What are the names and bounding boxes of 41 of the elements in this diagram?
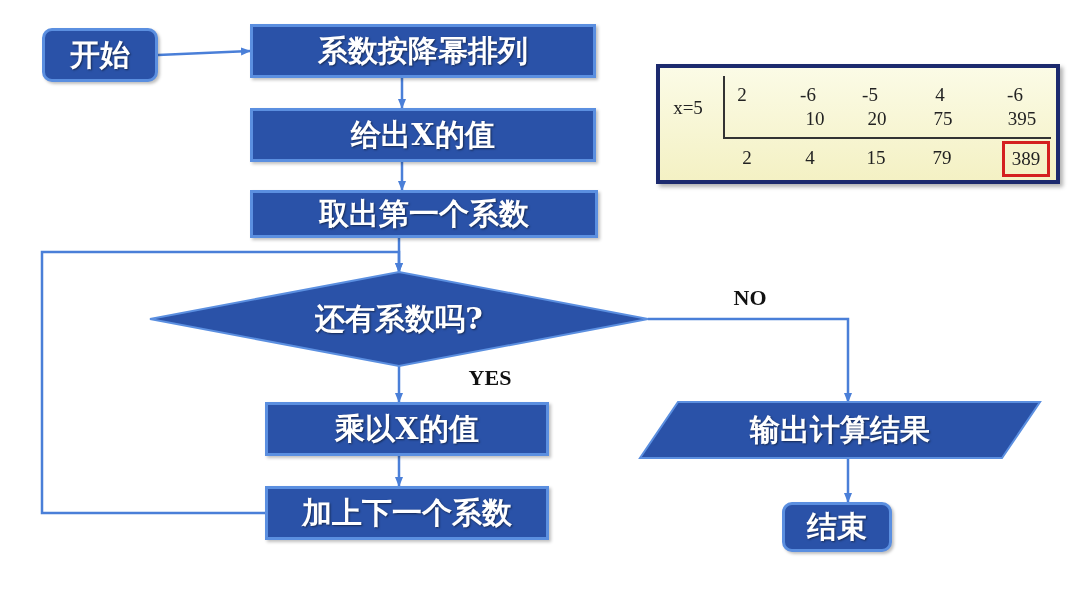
node-text: 系数按降幂排列: [318, 31, 528, 70]
terminal-box: [782, 502, 892, 552]
process-box: [250, 24, 596, 78]
table-cell: 75: [933, 108, 953, 130]
arrow: [398, 162, 406, 191]
arrow: [398, 78, 406, 109]
arrow: [648, 317, 852, 403]
table-cell: 10: [805, 108, 825, 130]
output-parallelogram: [640, 402, 1040, 458]
node-text: 乘以X的值: [335, 409, 479, 448]
process-box: [250, 190, 598, 238]
table-cell: 2: [737, 84, 747, 106]
arrow: [844, 458, 852, 503]
decision-diamond: [150, 272, 648, 366]
process-box: [265, 486, 549, 540]
process-box: [265, 402, 549, 456]
table-cell: 395: [1007, 108, 1037, 130]
terminal-box: [42, 28, 158, 82]
node-text: 加上下一个系数: [302, 493, 512, 532]
table-cell: 15: [866, 147, 886, 169]
table-cell: 389: [1011, 148, 1041, 170]
node-text: 给出X的值: [351, 115, 495, 154]
process-box: [250, 108, 596, 162]
node-text: 输出计算结果: [750, 410, 930, 449]
node-text: 开始: [70, 35, 130, 74]
table-cell: 4: [935, 84, 945, 106]
arrow: [395, 366, 403, 403]
table-cell: -6: [1007, 84, 1023, 106]
arrow: [157, 47, 251, 57]
arrow: [40, 250, 403, 515]
table-cell: -5: [862, 84, 878, 106]
node-text: 取出第一个系数: [319, 194, 529, 233]
node-text: 结束: [807, 507, 867, 546]
arrow: [395, 456, 403, 487]
table-cell: 2: [742, 147, 752, 169]
table-cell: 4: [805, 147, 815, 169]
table-cell: -6: [800, 84, 816, 106]
table-cell: 20: [867, 108, 887, 130]
node-text: 还有系数吗?: [315, 299, 483, 338]
table-cell: 79: [932, 147, 952, 169]
table-cell: x=5: [673, 97, 703, 119]
